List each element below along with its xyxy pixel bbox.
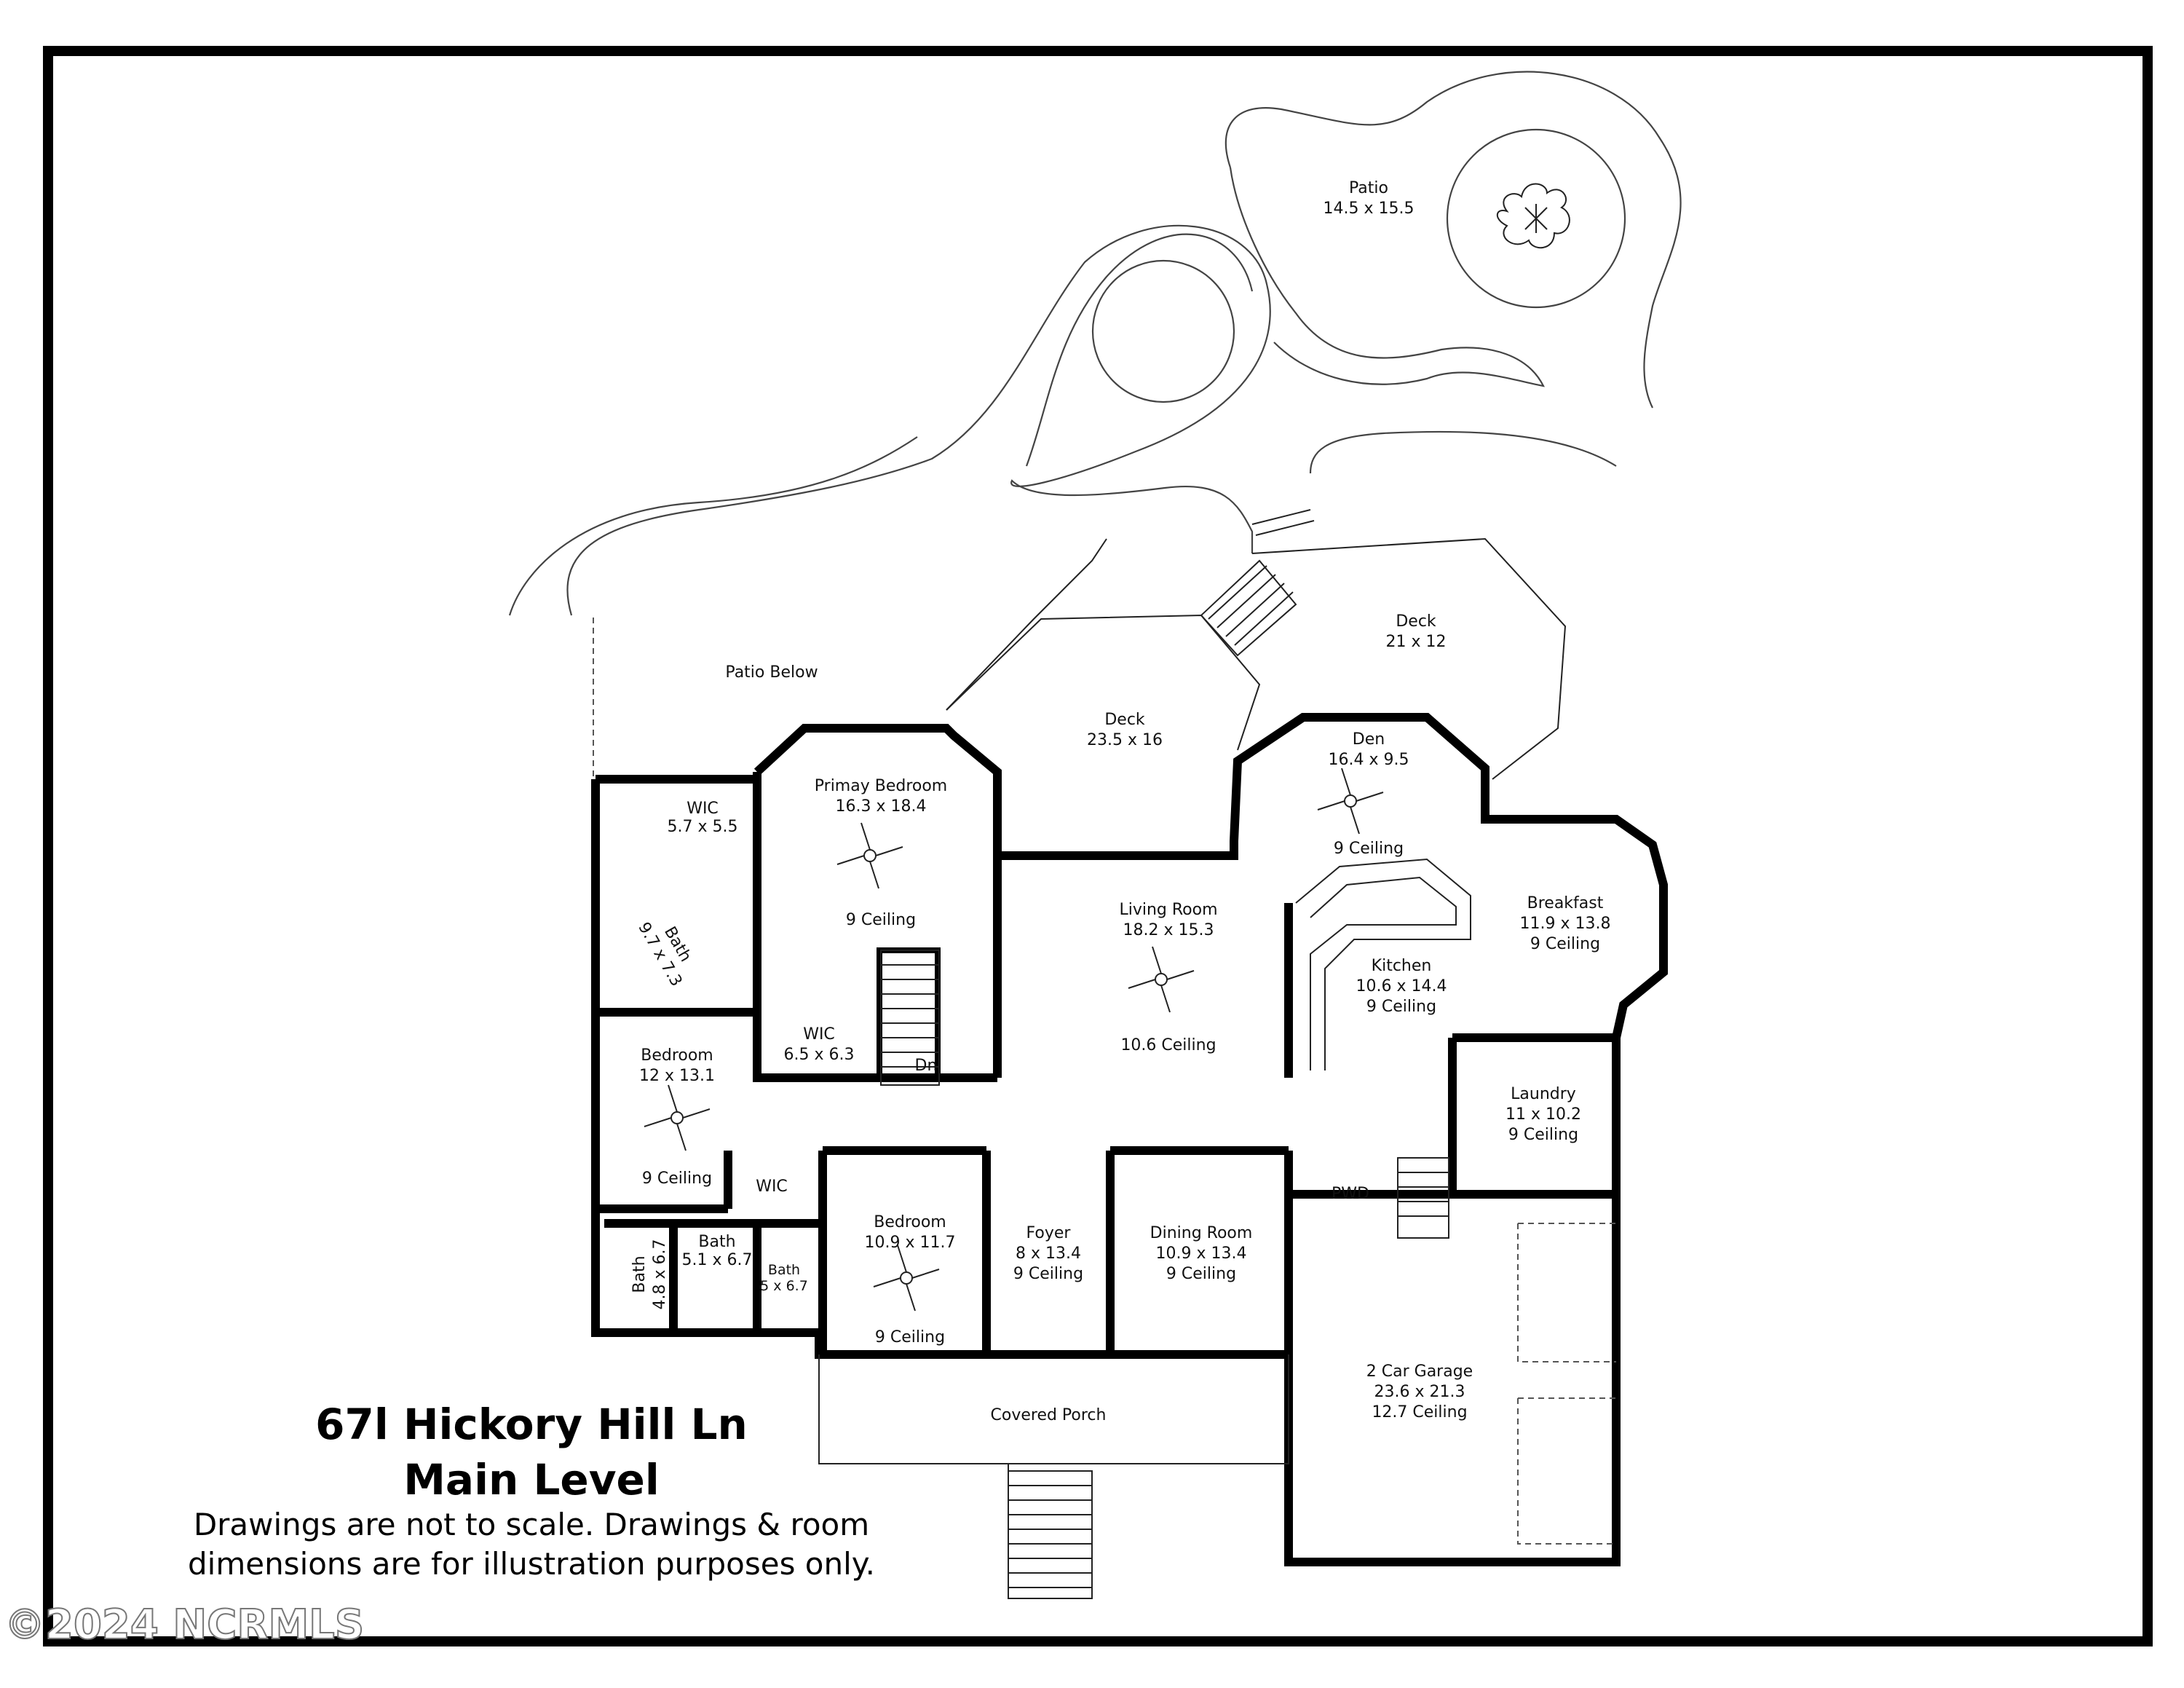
dining-room-name: Dining Room (1150, 1224, 1253, 1242)
fan-primary-bedroom (836, 822, 903, 889)
address-title: 67l Hickory Hill Ln (315, 1400, 748, 1449)
kitchen-ceiling: 9 Ceiling (1366, 998, 1436, 1016)
foyer-name: Foyer (1026, 1224, 1072, 1242)
bath-c-label: Bath 4.8 x 6.7 (630, 1239, 669, 1310)
breakfast-ceiling: 9 Ceiling (1530, 935, 1600, 953)
tree-icon (1496, 183, 1570, 249)
breakfast-name: Breakfast (1527, 894, 1604, 912)
garage-name: 2 Car Garage (1366, 1362, 1473, 1381)
bath-b-name: Bath (768, 1262, 800, 1278)
room-labels: Patio 14.5 x 15.5 Deck 21 x 12 Patio Bel… (630, 179, 1610, 1424)
copyright-watermark: ©2024 NCRMLS (4, 1601, 364, 1649)
bath-primary-label: Bath 9.7 x 7.3 (634, 920, 695, 990)
laundry-ceiling: 9 Ceiling (1508, 1126, 1578, 1144)
fan-bedroom-center (873, 1245, 940, 1312)
kitchen-name: Kitchen (1372, 957, 1432, 975)
title-block: 67l Hickory Hill Ln Main Level Drawings … (188, 1400, 875, 1582)
den-name: Den (1353, 730, 1385, 749)
patio-upper-name: Patio (1349, 179, 1388, 197)
patio-upper-dim: 14.5 x 15.5 (1324, 200, 1415, 218)
garage-ceiling: 12.7 Ceiling (1372, 1403, 1467, 1421)
dining-room-ceiling: 9 Ceiling (1166, 1265, 1236, 1283)
wic-primary-dim: 5.7 x 5.5 (668, 818, 738, 836)
dining-room-dim: 10.9 x 13.4 (1156, 1245, 1247, 1263)
wic-primary-name: WIC (687, 800, 719, 818)
bath-a-dim: 5.1 x 6.7 (682, 1251, 753, 1269)
deck-outlines (593, 509, 1567, 780)
bath-a-name: Bath (698, 1233, 735, 1251)
stair-dn-label: Dn (915, 1057, 938, 1075)
bedroom-center-ceiling: 9 Ceiling (875, 1328, 945, 1346)
deck-center-dim: 23.5 x 16 (1087, 731, 1163, 749)
deck-right-dim: 21 x 12 (1386, 633, 1447, 651)
living-room-name: Living Room (1119, 901, 1217, 919)
deck-center-name: Deck (1104, 711, 1145, 729)
bedroom-left-ceiling: 9 Ceiling (642, 1170, 712, 1188)
disclaimer-line-1: Drawings are not to scale. Drawings & ro… (194, 1507, 869, 1542)
landscape-outlines (508, 71, 1682, 616)
den-dim: 16.4 x 9.5 (1329, 751, 1409, 769)
kitchen-dim: 10.6 x 14.4 (1356, 977, 1447, 995)
bedroom-center-name: Bedroom (874, 1213, 946, 1231)
living-room-dim: 18.2 x 15.3 (1123, 921, 1214, 939)
ceiling-fans (644, 768, 1384, 1312)
fan-den (1317, 768, 1384, 835)
pwd-name: PWD (1332, 1185, 1369, 1203)
breakfast-dim: 11.9 x 13.8 (1520, 915, 1611, 933)
house-walls (591, 713, 1668, 1566)
level-title: Main Level (403, 1455, 660, 1504)
bedroom-left-name: Bedroom (641, 1046, 713, 1065)
wic-small-name: WIC (756, 1178, 788, 1196)
bath-b-dim: 5 x 6.7 (760, 1278, 808, 1294)
bedroom-left-dim: 12 x 13.1 (639, 1067, 715, 1085)
disclaimer-line-2: dimensions are for illustration purposes… (188, 1546, 875, 1582)
laundry-dim: 11 x 10.2 (1506, 1105, 1581, 1124)
primary-bedroom-name: Primay Bedroom (815, 777, 947, 795)
foyer-ceiling: 9 Ceiling (1013, 1265, 1083, 1283)
bath-c-dim: 4.8 x 6.7 (651, 1239, 669, 1310)
living-room-ceiling: 10.6 Ceiling (1120, 1036, 1216, 1054)
garage-stalls (1517, 1223, 1616, 1545)
patio-below-name: Patio Below (725, 663, 818, 682)
fan-bedroom-left (644, 1084, 711, 1151)
primary-bedroom-ceiling: 9 Ceiling (846, 911, 916, 929)
garage-dim: 23.6 x 21.3 (1374, 1383, 1465, 1401)
laundry-name: Laundry (1511, 1085, 1576, 1103)
page-frame (43, 46, 2153, 1646)
fan-living-room (1128, 946, 1195, 1013)
bath-c-name: Bath (630, 1255, 649, 1293)
den-ceiling: 9 Ceiling (1334, 840, 1404, 858)
deck-right-name: Deck (1396, 612, 1436, 631)
foyer-dim: 8 x 13.4 (1016, 1245, 1081, 1263)
kitchen-counter (1295, 858, 1471, 1070)
primary-bedroom-dim: 16.3 x 18.4 (836, 797, 927, 816)
wic-center-name: WIC (803, 1025, 835, 1044)
bedroom-center-dim: 10.9 x 11.7 (865, 1234, 956, 1252)
wic-center-dim: 6.5 x 6.3 (784, 1046, 855, 1064)
covered-porch-name: Covered Porch (991, 1406, 1107, 1424)
porch-and-steps (818, 950, 1449, 1599)
